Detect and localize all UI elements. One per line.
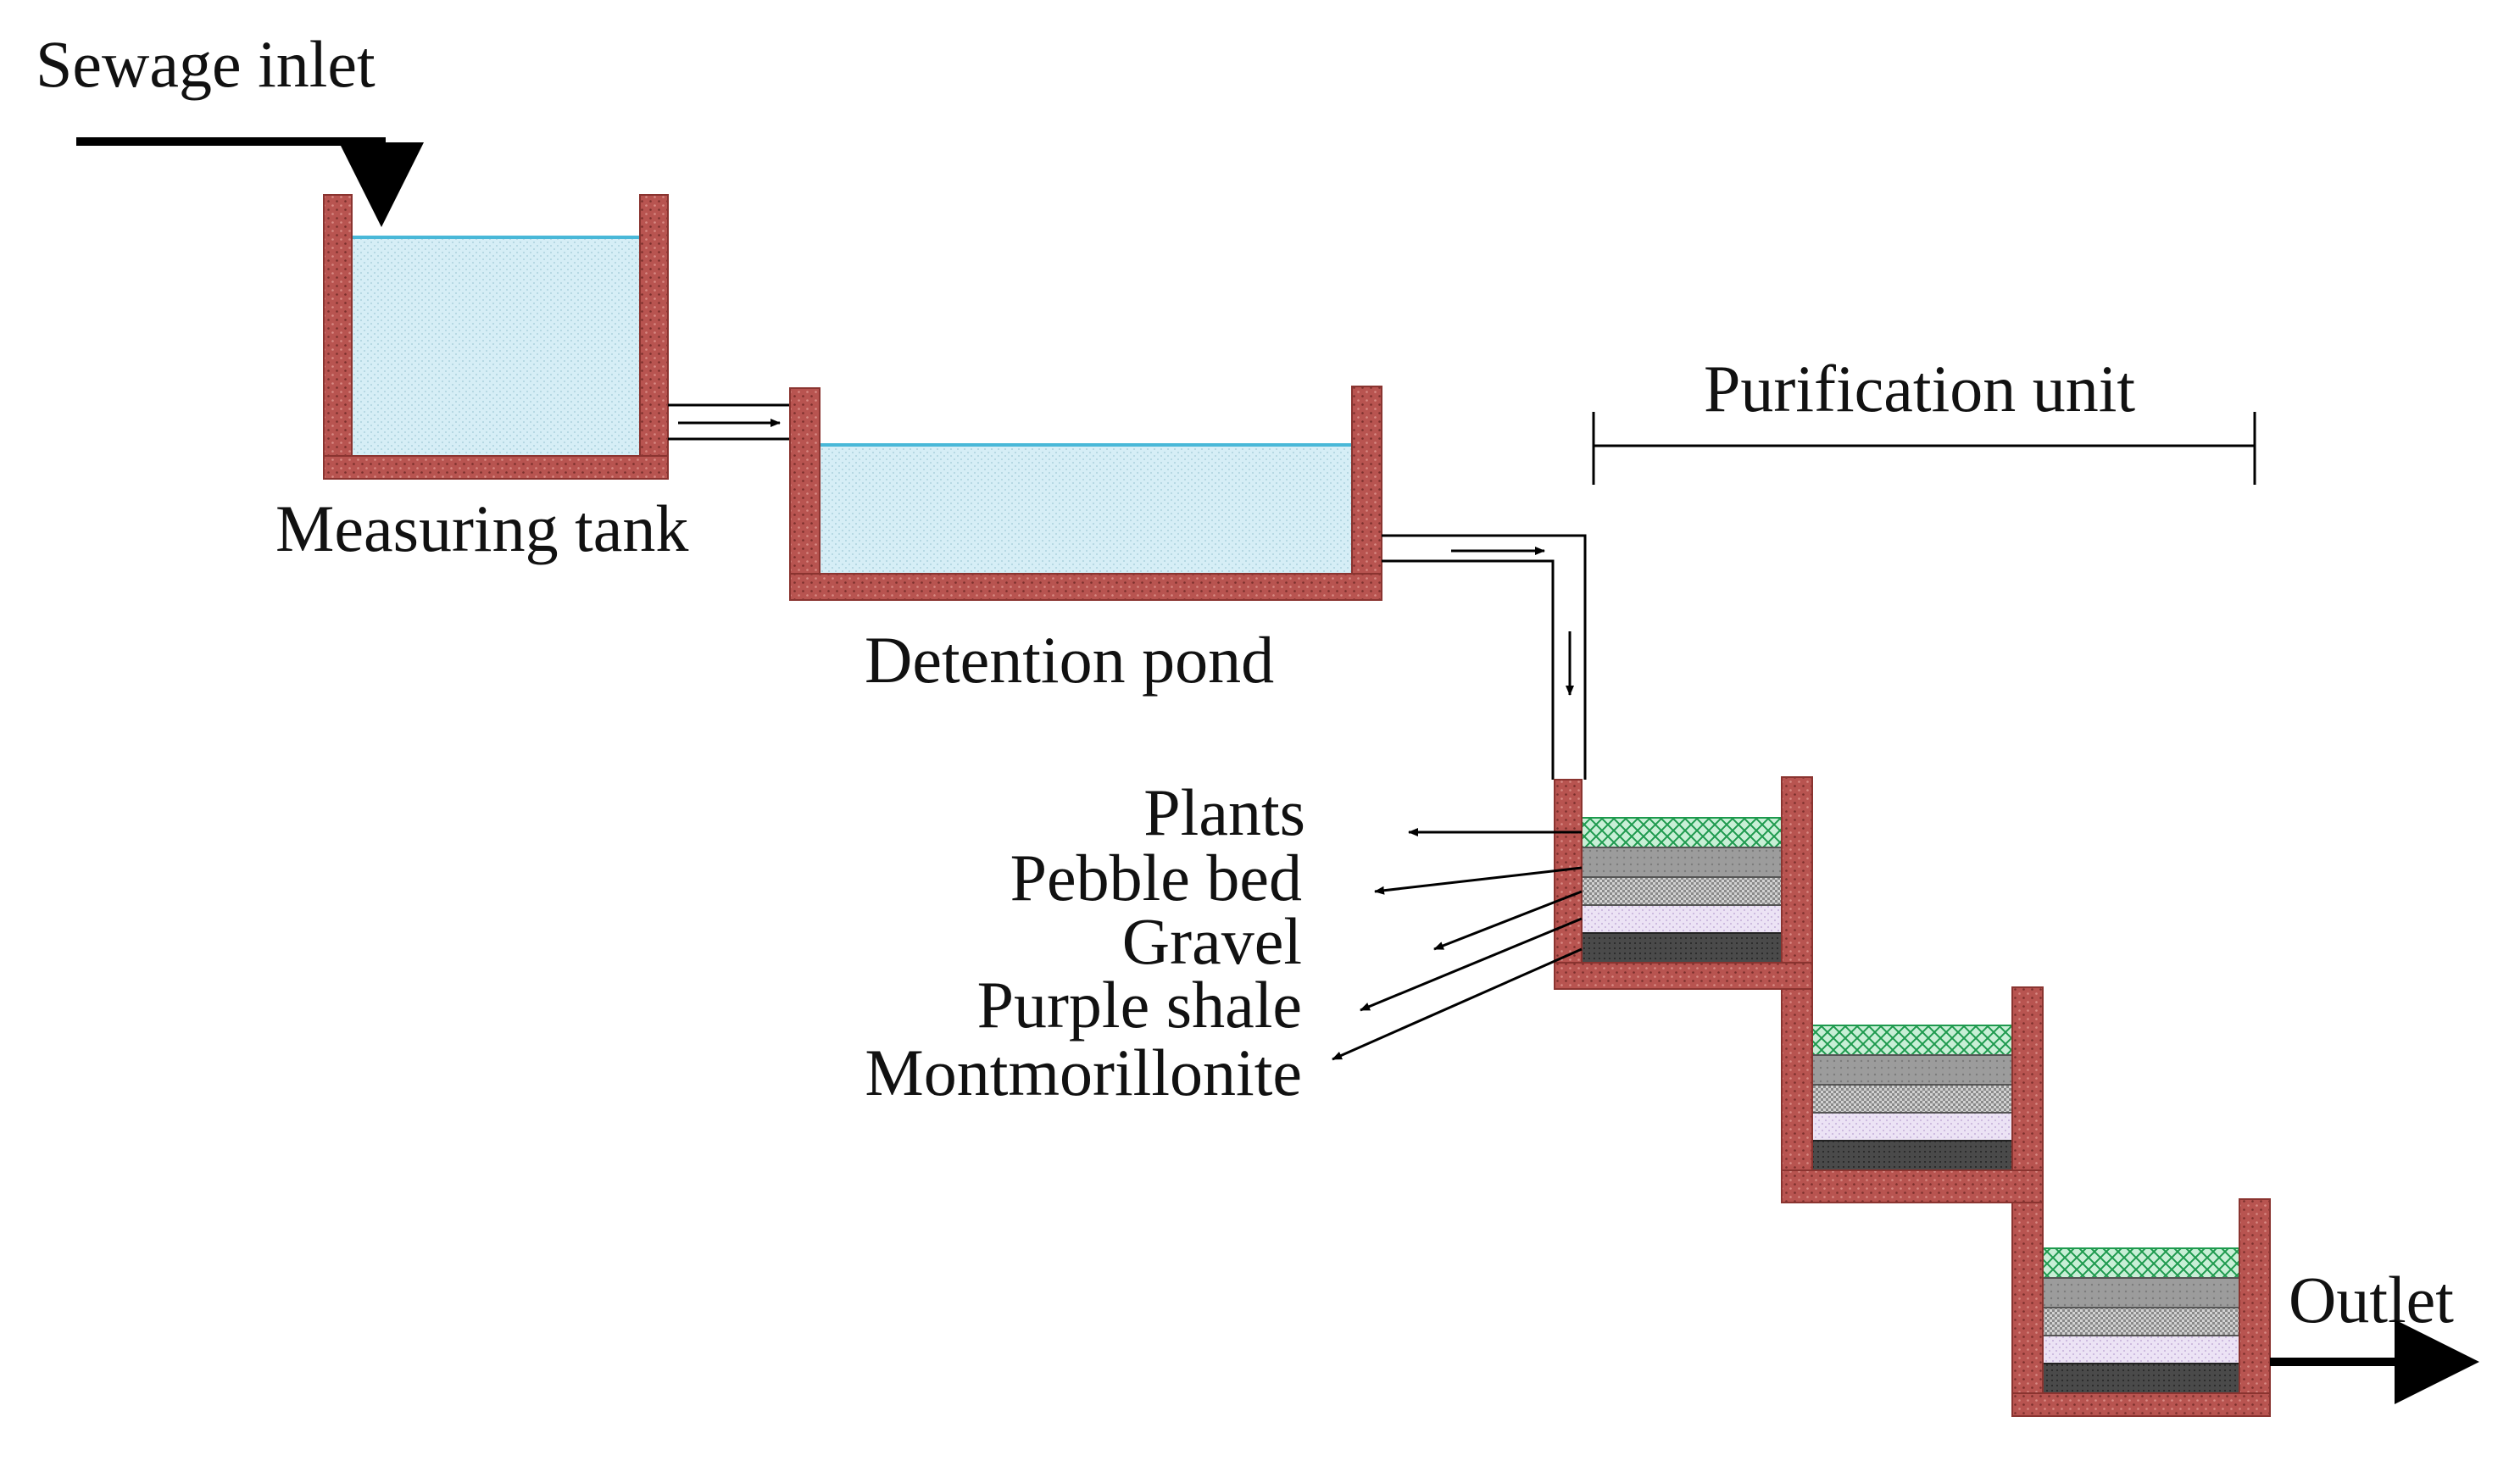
- layer-label-gravel: Gravel: [1122, 904, 1302, 978]
- pipe-to-detention-pond: [668, 403, 790, 441]
- leader-purple-shale: [1360, 917, 1583, 1012]
- layer-label-pebble-bed: Pebble bed: [1010, 841, 1302, 914]
- layer-label-montmorillonite: Montmorillonite: [865, 1036, 1302, 1109]
- purification-unit-label: Purification unit: [1704, 352, 2135, 425]
- layer-leader-arrows: [1332, 828, 1583, 1061]
- measuring-tank-label: Measuring tank: [275, 492, 688, 565]
- leader-gravel: [1433, 890, 1583, 951]
- measuring-tank: [323, 194, 669, 480]
- layer-legend: Plants Pebble bed Gravel Purple shale Mo…: [865, 775, 1305, 1109]
- pipe-to-purification-unit: [1382, 534, 1587, 780]
- detention-pond-water: [820, 445, 1352, 574]
- purification-tank-1: [1554, 776, 1813, 990]
- purification-unit-bracket: [1592, 412, 2256, 485]
- sewage-inlet-arrow: [76, 137, 424, 227]
- purification-tank-3: [2011, 1198, 2271, 1417]
- leader-pebble-bed: [1374, 866, 1583, 895]
- layer-label-purple-shale: Purple shale: [977, 968, 1302, 1042]
- measuring-tank-water: [352, 237, 640, 456]
- layer-label-plants: Plants: [1143, 775, 1305, 849]
- detention-pond: [789, 386, 1382, 601]
- purification-tank-2: [1781, 986, 2044, 1203]
- outlet-label: Outlet: [2289, 1263, 2454, 1336]
- detention-pond-label: Detention pond: [865, 623, 1274, 697]
- leader-montmorillonite: [1332, 947, 1583, 1061]
- sewage-inlet-label: Sewage inlet: [36, 27, 375, 101]
